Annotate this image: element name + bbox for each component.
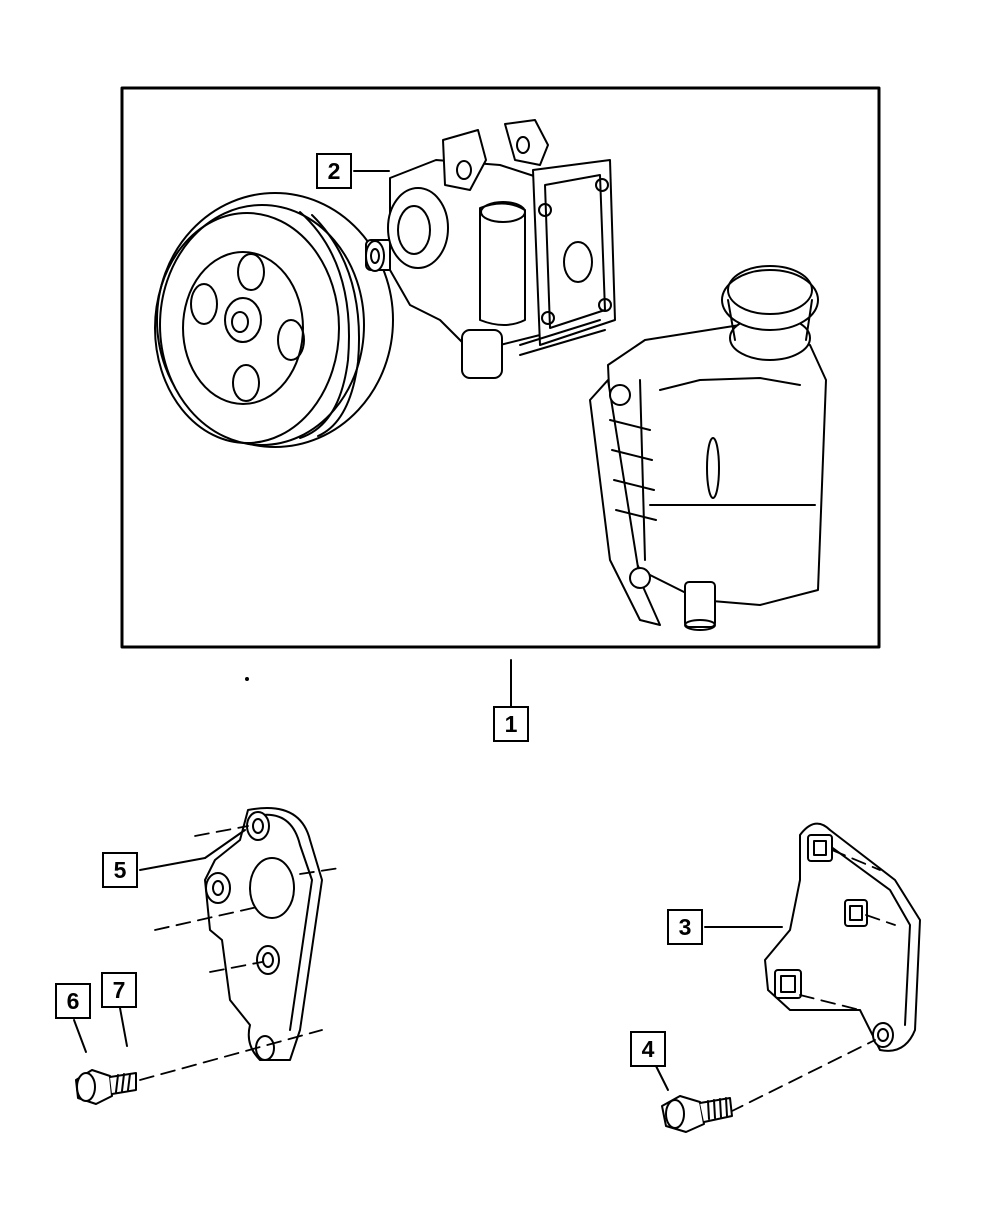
bolt-6-drawing (75, 1069, 137, 1105)
callout-6: 6 (55, 983, 91, 1019)
callout-1: 1 (493, 706, 529, 742)
pulley-drawing (154, 192, 394, 448)
callout-3: 3 (667, 909, 703, 945)
bolt-4-drawing (661, 1095, 733, 1133)
callout-2: 2 (316, 153, 352, 189)
assembly-frame (120, 86, 881, 649)
bracket-3-drawing (729, 822, 921, 1113)
reservoir-drawing (589, 265, 827, 631)
pump-drawing (365, 119, 616, 379)
callout-5: 5 (102, 852, 138, 888)
bracket-5-drawing (139, 807, 341, 1081)
callout-7: 7 (101, 972, 137, 1008)
callout-4: 4 (630, 1031, 666, 1067)
